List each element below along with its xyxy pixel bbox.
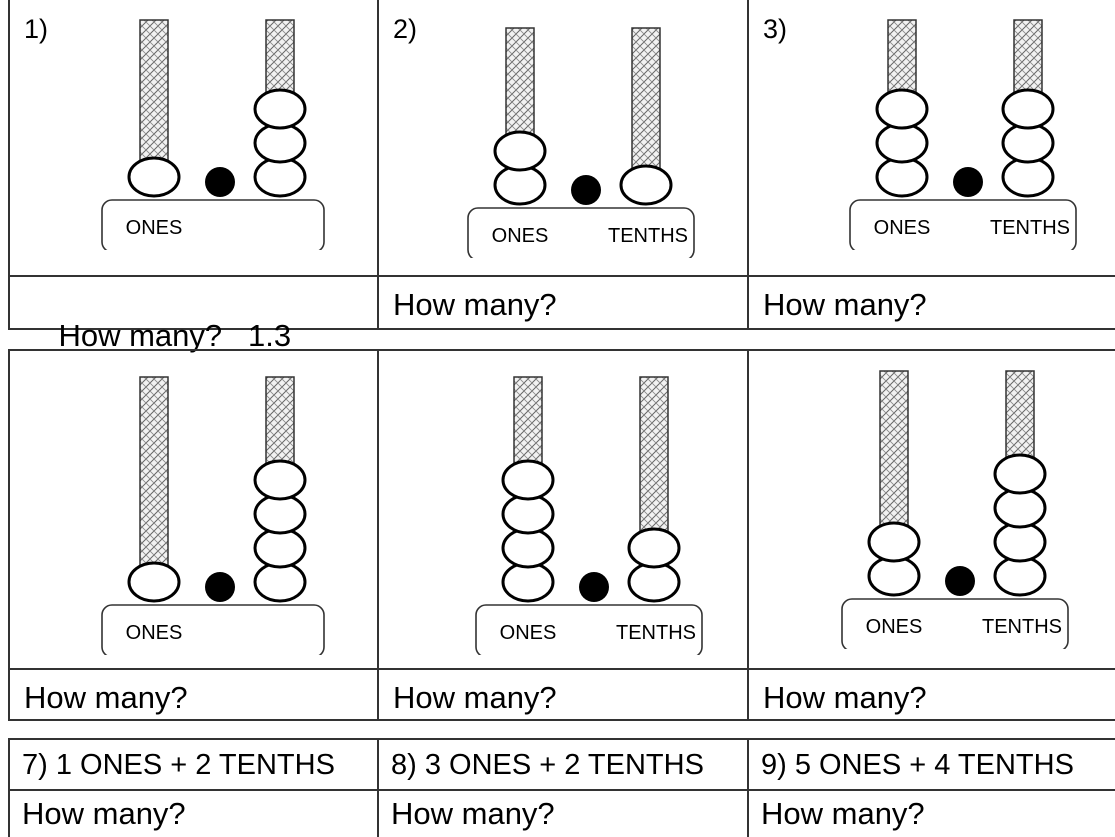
ones-label: ONES <box>126 622 183 644</box>
tenths-bead <box>993 487 1047 529</box>
abacus-3: ONES TENTHS <box>849 19 1077 250</box>
decimal-point <box>579 572 609 602</box>
abacus-2: ONES TENTHS <box>467 27 695 258</box>
tenths-bead <box>253 493 307 535</box>
tenths-bead <box>627 561 681 603</box>
ones-bead <box>493 164 547 206</box>
text-problems-section: 7) 1 ONES + 2 TENTHS 8) 3 ONES + 2 TENTH… <box>8 738 1115 837</box>
tenths-bead <box>1001 88 1055 130</box>
column-divider <box>377 0 379 328</box>
tenths-bead <box>253 527 307 569</box>
abacus-5: ONES TENTHS <box>475 376 703 655</box>
abacus-section-2: ONES ONES TENTHS ONES TENTHS How many? How… <box>8 349 1115 721</box>
problem-number: 2) <box>393 14 418 44</box>
tenths-bead <box>253 122 307 164</box>
how-many-prompt: How many? <box>24 680 188 715</box>
problem-number: 3) <box>763 14 788 44</box>
ones-bead <box>493 130 547 172</box>
decimal-point <box>945 566 975 596</box>
row-divider <box>10 275 1115 277</box>
tenths-bead <box>253 459 307 501</box>
how-many-prompt: How many? <box>22 796 186 831</box>
decimal-point <box>571 175 601 205</box>
abacus-1: ONES <box>101 19 325 250</box>
row-divider <box>10 789 1115 791</box>
column-divider <box>377 740 379 837</box>
how-many-prompt: How many? <box>763 680 927 715</box>
tenths-label: TENTHS <box>982 616 1062 638</box>
tenths-bead <box>253 88 307 130</box>
abacus-4: ONES <box>101 376 325 655</box>
tenths-bead <box>619 164 673 206</box>
tenths-bead <box>253 561 307 603</box>
tenths-label: TENTHS <box>990 217 1070 239</box>
abacus-base <box>849 199 1077 250</box>
problem-8-title: 8) 3 ONES + 2 TENTHS <box>391 749 704 781</box>
tenths-bead <box>993 453 1047 495</box>
ones-label: ONES <box>874 217 931 239</box>
row-divider <box>10 668 1115 670</box>
decimal-point <box>205 572 235 602</box>
ones-bead <box>127 156 181 198</box>
ones-bead <box>867 555 921 597</box>
how-many-prompt: How many? 1.3 <box>24 289 291 382</box>
ones-label: ONES <box>492 225 549 247</box>
abacus-base <box>101 604 325 655</box>
tenths-bead <box>1001 156 1055 198</box>
ones-bead <box>875 156 929 198</box>
how-many-prompt: How many? <box>763 287 927 322</box>
ones-bead <box>127 561 181 603</box>
abacus-base <box>101 199 325 250</box>
how-many-prompt: How many? <box>391 796 555 831</box>
ones-bead <box>501 493 555 535</box>
abacus-base <box>475 604 703 655</box>
column-divider <box>747 351 749 719</box>
ones-bead <box>867 521 921 563</box>
abacus-section-1: 1) 2) 3) ONES ONES TENTHS ONES TENTHS How … <box>8 0 1115 351</box>
how-many-prompt: How many? <box>393 680 557 715</box>
tenths-bead <box>627 527 681 569</box>
decimal-point <box>205 167 235 197</box>
tenths-label: TENTHS <box>608 225 688 247</box>
tenths-bead <box>993 521 1047 563</box>
abacus-6: ONES TENTHS <box>841 370 1069 649</box>
answer-text: 1.3 <box>247 318 292 353</box>
ones-bead <box>501 561 555 603</box>
ones-bead <box>875 88 929 130</box>
prompt-text: How many? <box>58 318 223 353</box>
ones-bead <box>875 122 929 164</box>
abacus-base <box>841 598 1069 649</box>
tenths-bead <box>253 156 307 198</box>
problem-7-title: 7) 1 ONES + 2 TENTHS <box>22 749 335 781</box>
tenths-label: TENTHS <box>616 622 696 644</box>
ones-label: ONES <box>500 622 557 644</box>
problem-number: 1) <box>24 14 49 44</box>
ones-label: ONES <box>866 616 923 638</box>
ones-bead <box>501 527 555 569</box>
how-many-prompt: How many? <box>761 796 925 831</box>
ones-label: ONES <box>126 217 183 239</box>
column-divider <box>377 351 379 719</box>
tenths-bead <box>1001 122 1055 164</box>
tenths-bead <box>993 555 1047 597</box>
abacus-base <box>467 207 695 258</box>
ones-rod <box>139 376 169 592</box>
how-many-prompt: How many? <box>393 287 557 322</box>
ones-bead <box>501 459 555 501</box>
column-divider <box>747 0 749 328</box>
problem-9-title: 9) 5 ONES + 4 TENTHS <box>761 749 1074 781</box>
column-divider <box>747 740 749 837</box>
decimal-point <box>953 167 983 197</box>
